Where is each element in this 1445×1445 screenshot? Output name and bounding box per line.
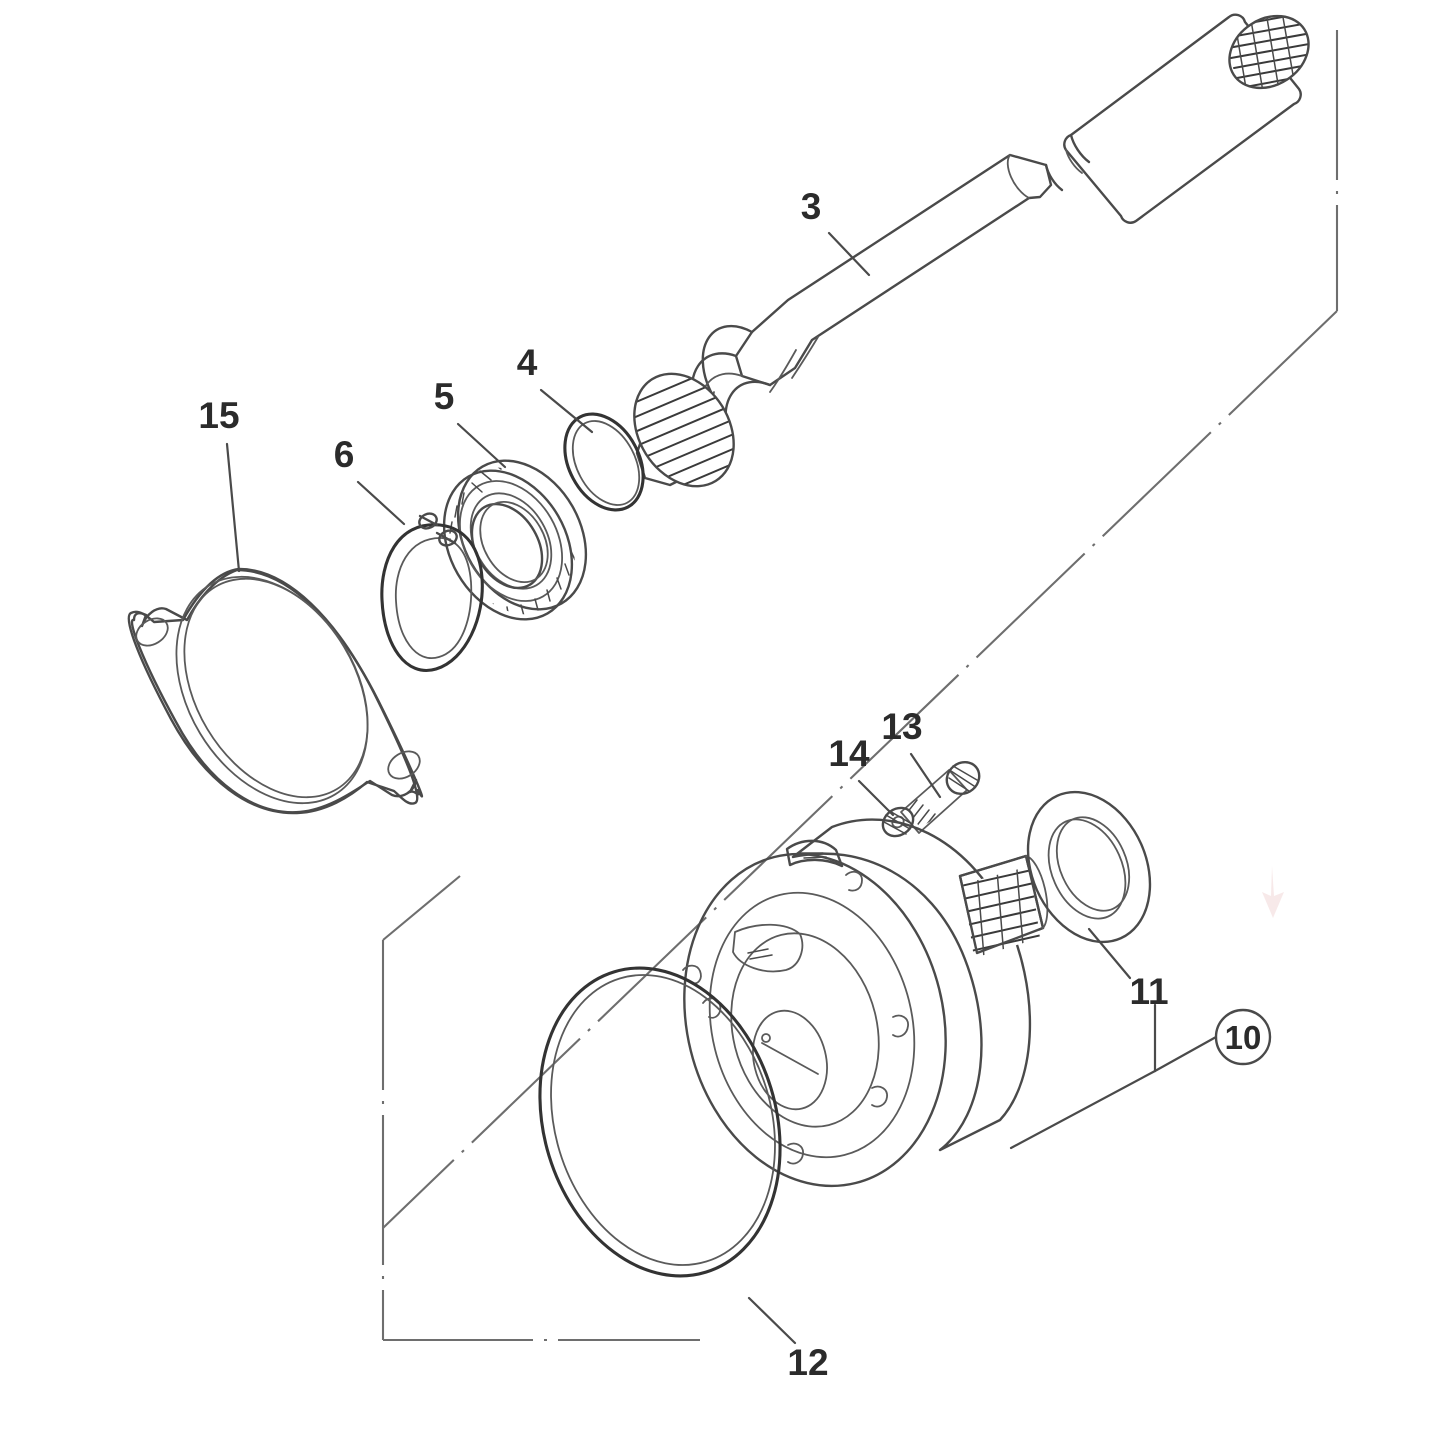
snap-ring-eyelet-left [418, 512, 438, 530]
gasket-bolt-hole-left [135, 617, 169, 647]
leader-10-bracket [1009, 1069, 1157, 1150]
hub-lug-group [682, 870, 909, 1165]
leader-14 [857, 779, 895, 817]
bearing-outer-race-near [442, 469, 574, 621]
thrust-washer-bore-depth [1055, 816, 1131, 912]
part-large-o-ring [538, 966, 782, 1278]
o-ring-inner [571, 420, 641, 506]
leader-15 [225, 442, 241, 573]
shaft-upper-stub [1063, 1, 1323, 224]
snap-ring-gap [418, 514, 457, 545]
gasket-outer-edge [127, 567, 419, 815]
large-o-ring-outer [538, 966, 782, 1278]
hub-lug-6 [845, 870, 863, 892]
hub-top-tab-shading [799, 852, 827, 859]
callout-label-4: 4 [517, 342, 538, 383]
hub-lug-4 [871, 1085, 888, 1108]
callout-label-14: 14 [828, 733, 870, 774]
part-retaining-snap-ring [380, 512, 484, 672]
spline-outline [633, 372, 735, 488]
shaft-main-body [734, 153, 1064, 393]
gasket-outer-outline [130, 568, 424, 814]
part-thrust-washer [1026, 790, 1152, 944]
gasket-bolt-hole-right [387, 750, 421, 780]
hub-barrel-side [791, 818, 1032, 1152]
hub-spline-endcap [1025, 855, 1049, 929]
hub-lug-3 [892, 1014, 909, 1038]
shaft-main-cap2 [1006, 154, 1030, 199]
balloon-circle-10 [1214, 1008, 1272, 1066]
hub-ring-2 [730, 932, 880, 1128]
leader-4 [539, 388, 594, 434]
callout-labels: 3 4 5 6 15 13 14 11 10 12 [198, 186, 1261, 1383]
shaft-upper-cap [1069, 133, 1091, 164]
leader-13 [909, 752, 942, 799]
callout-label-15: 15 [198, 395, 239, 436]
callout-label-12: 12 [787, 1342, 828, 1383]
shaft-taper-a [769, 349, 797, 393]
leader-6 [356, 480, 406, 526]
gasket-inner-opening [175, 575, 369, 805]
shaft-upper-spline-outline [1228, 14, 1310, 90]
callout-balloon-10[interactable] [1214, 1008, 1272, 1066]
gasket-inner-opening-2 [183, 577, 369, 799]
shaft-upper-body [1063, 13, 1302, 224]
shaft-upper-cap2 [1065, 149, 1083, 174]
lower-group-frame-chamfer [382, 875, 461, 941]
hub-pocket-shading [747, 948, 773, 960]
leader-12 [747, 1296, 797, 1345]
thrust-washer-outer [1026, 790, 1152, 944]
o-ring-outer [563, 412, 645, 512]
part-flange-gasket [127, 567, 424, 815]
hub-ring-1 [708, 891, 916, 1159]
bolt-head-shading [948, 765, 978, 792]
hub-pocket [732, 923, 804, 973]
shaft-main-cap [1044, 163, 1064, 192]
groove-1 [701, 324, 754, 394]
shaft-main-outline [734, 153, 1053, 387]
snap-ring-eyelet-right [438, 529, 458, 547]
leader-3 [827, 231, 871, 277]
leader-10-balloon [1153, 1035, 1218, 1073]
hub-center-dot [761, 1033, 771, 1043]
hub-front-face [683, 852, 947, 1188]
callout-label-10: 10 [1225, 1019, 1262, 1056]
callout-label-3: 3 [801, 186, 822, 227]
bearing-inner-bore-depth [479, 500, 549, 584]
callout-label-6: 6 [334, 434, 355, 475]
leader-11 [1087, 927, 1132, 980]
callout-label-5: 5 [434, 376, 455, 417]
large-o-ring-inner [550, 974, 776, 1266]
hub-center-slot [761, 1042, 819, 1075]
hub-top-tab [785, 839, 844, 868]
bearing-outer-race-far [456, 459, 588, 611]
snap-ring-outer [380, 523, 484, 672]
group-boundary-frames [381, 30, 1339, 1342]
snap-ring-inner [394, 537, 473, 660]
callout-label-11: 11 [1129, 971, 1168, 1012]
hub-center-bore [752, 1009, 828, 1111]
callout-label-13: 13 [881, 706, 922, 747]
part-o-ring-seal [563, 412, 645, 512]
hub-lug-1 [682, 964, 702, 985]
part-drive-shaft [621, 1, 1323, 505]
shaft-taper-b [791, 336, 819, 379]
thrust-washer-bore [1047, 818, 1127, 920]
leader-5 [456, 422, 507, 469]
hub-lug-5 [787, 1142, 804, 1165]
leader-lines [225, 231, 1218, 1345]
part-hub-assembly [682, 818, 1049, 1188]
